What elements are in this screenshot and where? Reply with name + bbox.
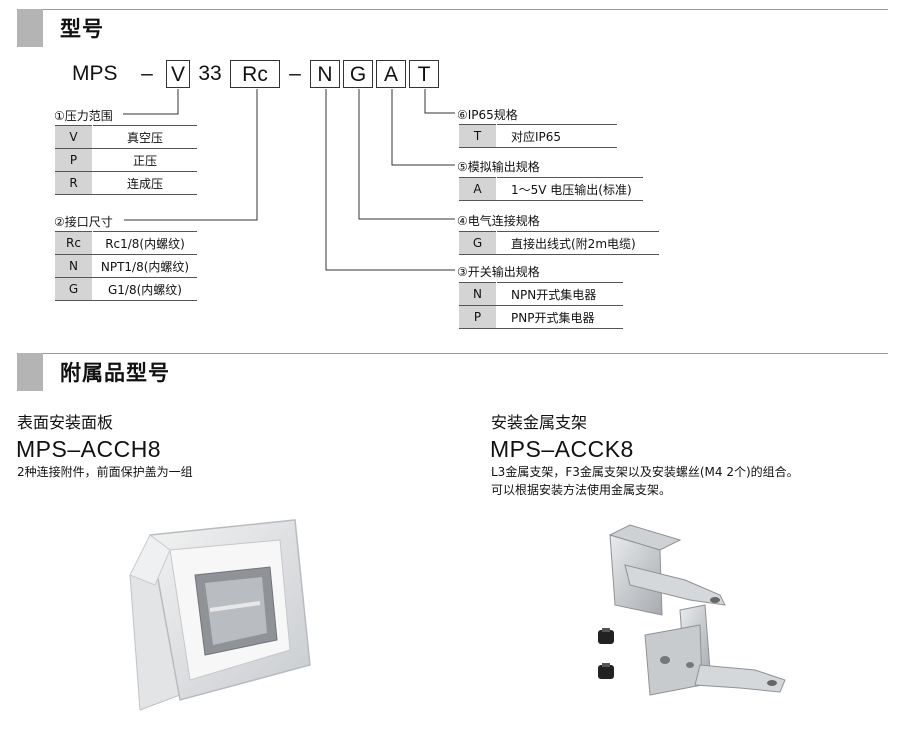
option-code: G: [459, 231, 497, 255]
ip65-label: ⑥IP65规格: [457, 108, 518, 122]
accessory-model: MPS–ACCH8: [16, 436, 162, 462]
accessory-desc: L3金属支架，F3金属支架以及安装螺丝(M4 2个)的组合。 可以根据安装方法使…: [491, 463, 799, 499]
section-header-rule: [43, 9, 888, 10]
section-title: 附属品型号: [60, 361, 170, 385]
option-code: N: [55, 254, 93, 278]
accessory-desc-line: 可以根据安装方法使用金属支架。: [491, 483, 672, 497]
section-header-accessories: 附属品型号: [0, 353, 888, 393]
option-code: A: [459, 177, 497, 201]
accessory-model: MPS–ACCK8: [490, 436, 634, 462]
option-code: T: [459, 124, 497, 148]
accessory-desc-line: 2种连接附件，前面保护盖为一组: [17, 465, 193, 479]
option-code: Rc: [55, 231, 93, 255]
option-desc: NPN开式集电器: [496, 282, 623, 306]
section-header-model: 型号: [0, 9, 888, 49]
section-header-bar: [17, 9, 43, 47]
accessory-desc: 2种连接附件，前面保护盖为一组: [17, 463, 193, 481]
section-title: 型号: [60, 17, 104, 41]
code-part-pressure: V: [166, 60, 190, 88]
section-header-rule: [43, 353, 888, 354]
option-code: G: [55, 277, 93, 301]
code-part-mps: MPS: [72, 62, 118, 85]
option-desc: G1/8(内螺纹): [92, 277, 197, 301]
option-desc: Rc1/8(内螺纹): [92, 231, 197, 255]
switch-output-label: ③开关输出规格: [457, 265, 540, 279]
section-header-bar: [17, 353, 43, 391]
accessory-title: 表面安装面板: [17, 413, 114, 432]
option-code: V: [55, 125, 93, 149]
code-part-dash: –: [141, 62, 153, 85]
code-part-electric: G: [343, 60, 373, 88]
option-desc: 连成压: [92, 171, 197, 195]
option-desc: PNP开式集电器: [496, 305, 623, 329]
code-part-dash: –: [289, 62, 301, 85]
code-part-analog: A: [376, 60, 406, 88]
option-desc: 正压: [92, 148, 197, 172]
option-code: P: [459, 305, 497, 329]
port-size-label: ②接口尺寸: [54, 215, 113, 229]
code-part-33: 33: [198, 62, 222, 85]
surface-mount-panel-image: [129, 519, 311, 711]
accessory-desc-line: L3金属支架，F3金属支架以及安装螺丝(M4 2个)的组合。: [491, 465, 799, 479]
option-code: P: [55, 148, 93, 172]
option-desc: 真空压: [92, 125, 197, 149]
option-code: R: [55, 171, 93, 195]
accessory-title: 安装金属支架: [491, 413, 588, 432]
option-desc: 对应IP65: [496, 124, 617, 148]
code-part-switch: N: [310, 60, 340, 88]
option-code: N: [459, 282, 497, 306]
code-part-port: Rc: [230, 60, 280, 88]
option-desc: 直接出线式(附2m电缆): [496, 231, 659, 255]
electric-connection-label: ④电气连接规格: [457, 214, 540, 228]
pressure-range-label: ①压力范围: [54, 109, 113, 123]
option-desc: 1～5V 电压输出(标准): [496, 177, 643, 201]
mounting-bracket-image: [598, 524, 786, 696]
code-part-ip: T: [409, 60, 439, 88]
option-desc: NPT1/8(内螺纹): [92, 254, 197, 278]
analog-output-label: ⑤模拟输出规格: [457, 160, 540, 174]
